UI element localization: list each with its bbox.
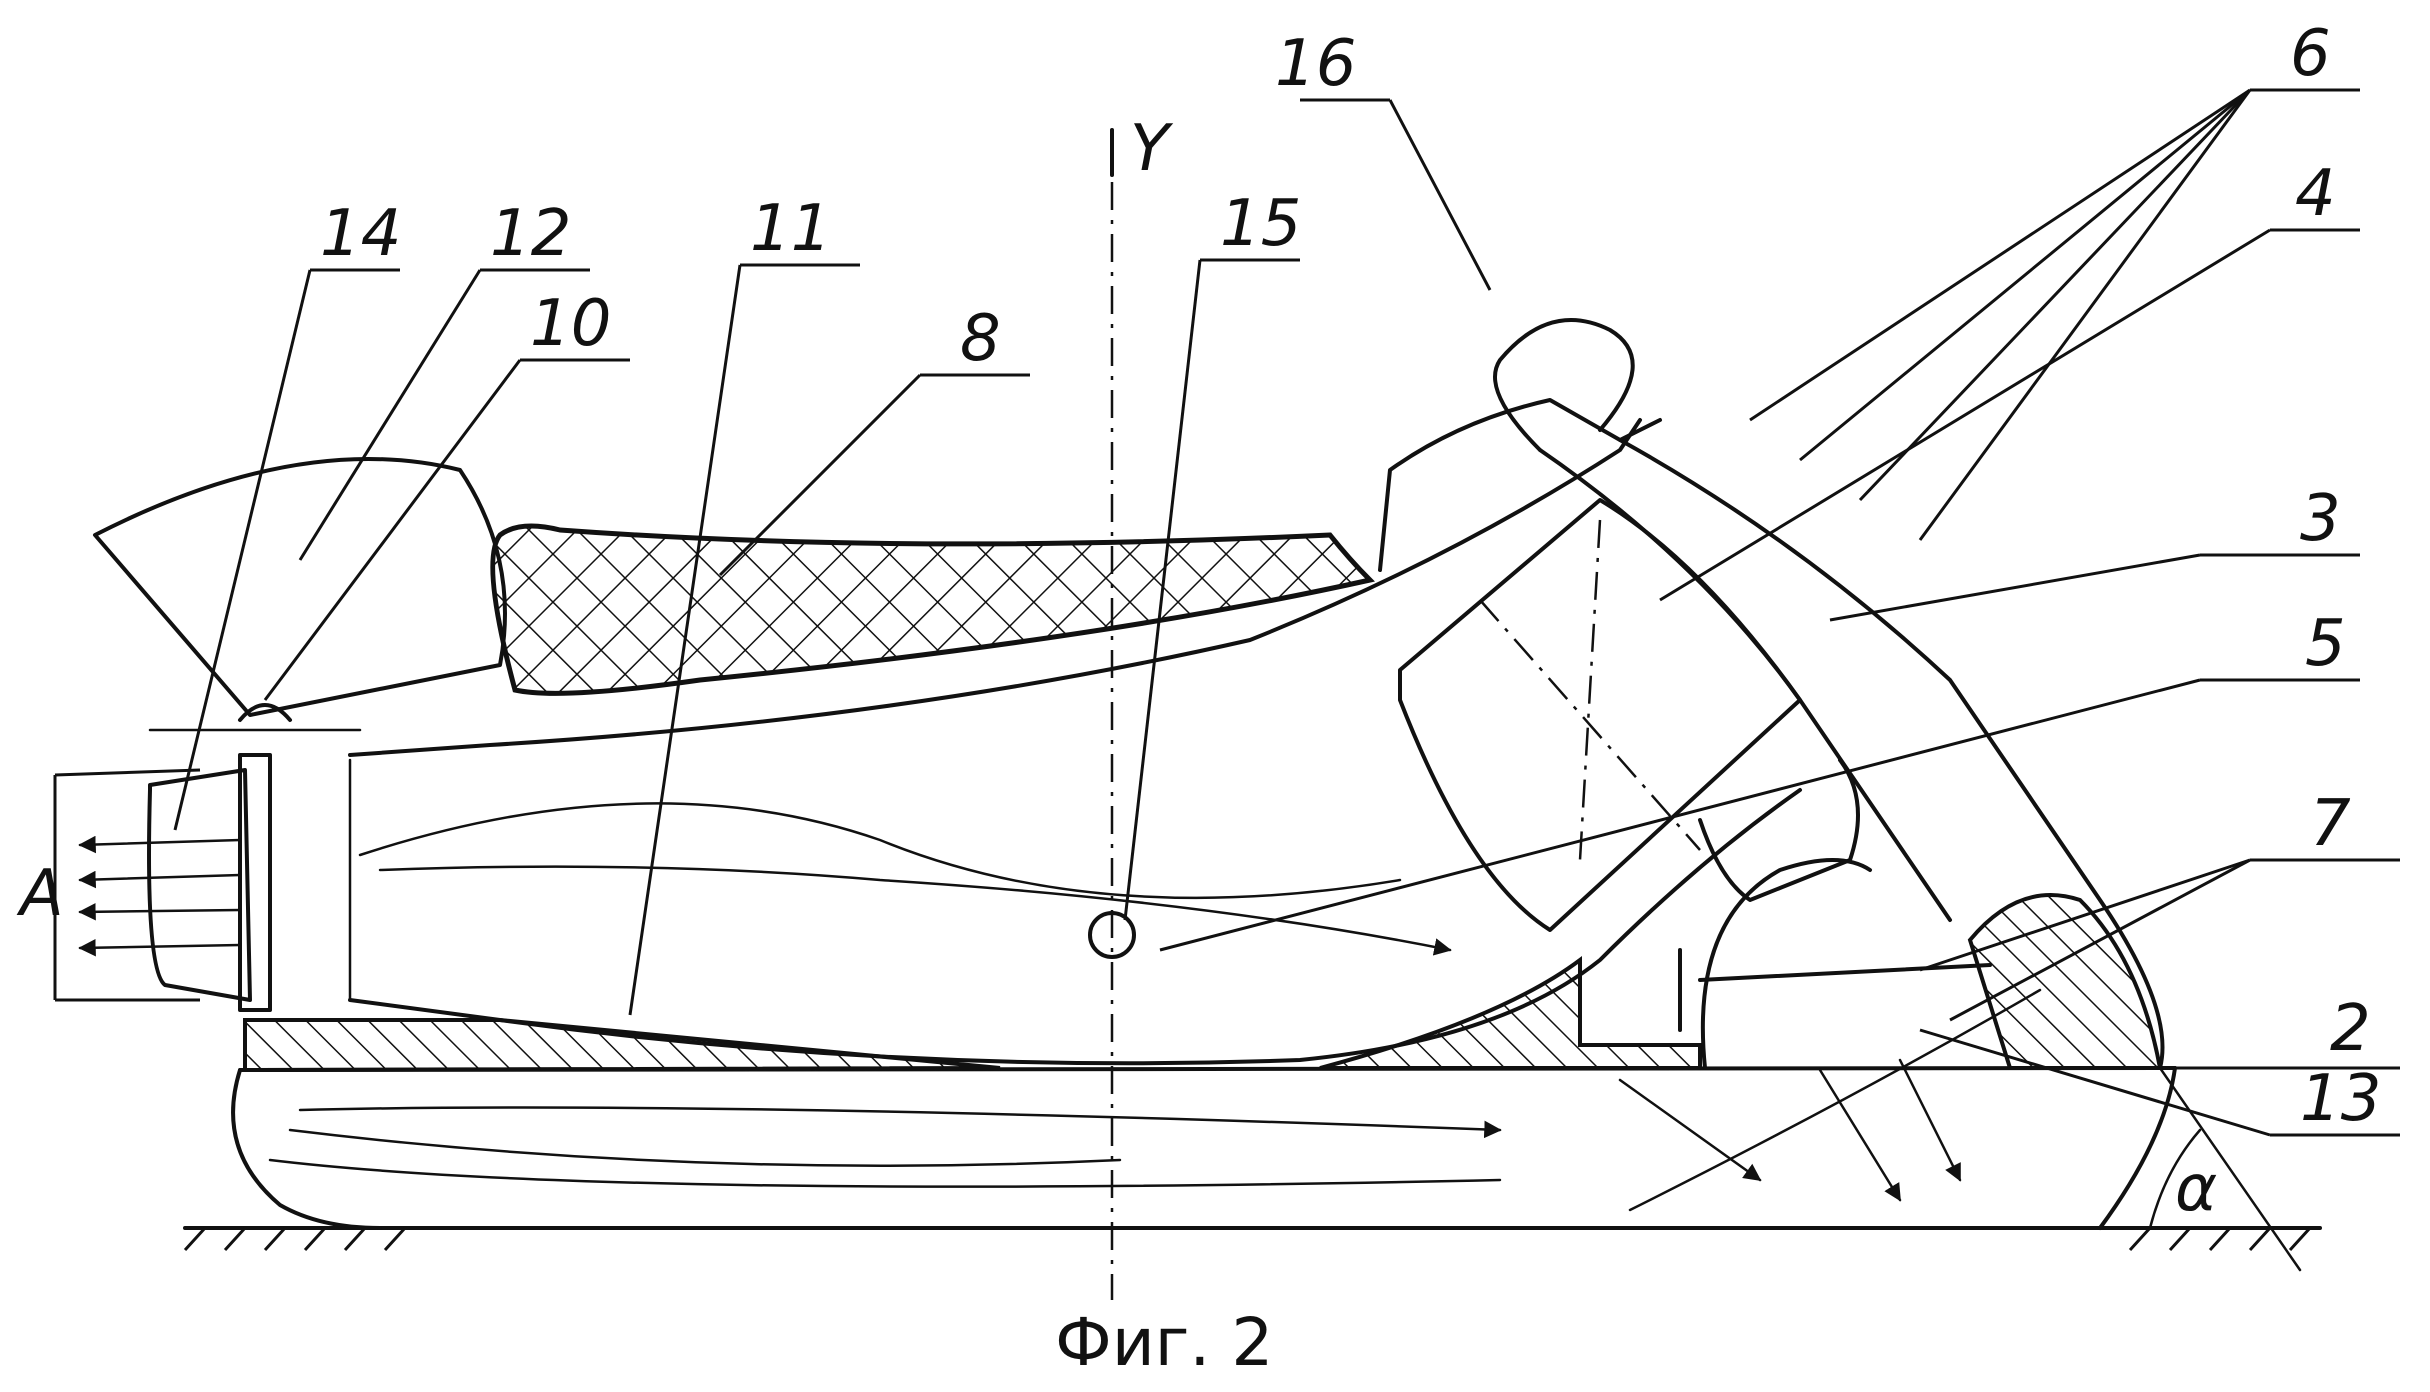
- flow-arrows-right: [1618, 988, 2042, 1212]
- fan-casing: [1378, 318, 2165, 1070]
- axis-y-label: Y: [1130, 112, 1174, 186]
- callout-7: 7: [2310, 787, 2351, 861]
- callout-2: 2: [2330, 992, 2371, 1066]
- leader-lines: [173, 88, 2400, 1137]
- callout-6: 6: [2290, 17, 2331, 91]
- dimension-a-label: A: [16, 857, 64, 931]
- callout-8: 8: [960, 302, 1001, 376]
- figure-caption: Фиг. 2: [1055, 1304, 1273, 1381]
- callout-14: 14: [320, 197, 401, 271]
- angle-alpha-label: α: [2175, 1152, 2217, 1226]
- rudder-section: [1678, 858, 2163, 1070]
- base-platform: [238, 956, 2177, 1073]
- windshield: [93, 457, 507, 717]
- callout-13: 13: [2300, 1062, 2381, 1136]
- seat-cushion: [490, 523, 1375, 696]
- callout-10: 10: [530, 287, 611, 361]
- callout-15: 15: [1220, 187, 1301, 261]
- callout-16: 16: [1275, 27, 1356, 101]
- callout-11: 11: [750, 192, 831, 266]
- nozzle-end: [53, 703, 362, 1012]
- callout-12: 12: [490, 197, 571, 271]
- center-of-gravity-mark: [1088, 911, 1136, 959]
- flow-arrows-left: [78, 835, 242, 957]
- callout-5: 5: [2305, 607, 2346, 681]
- callout-3: 3: [2300, 482, 2341, 556]
- duct-body: [348, 418, 1802, 1066]
- skirt-cushion: [231, 1066, 2177, 1230]
- ground: [183, 1226, 2322, 1252]
- angle-indicator: [2148, 1066, 2302, 1272]
- callout-4: 4: [2295, 157, 2336, 231]
